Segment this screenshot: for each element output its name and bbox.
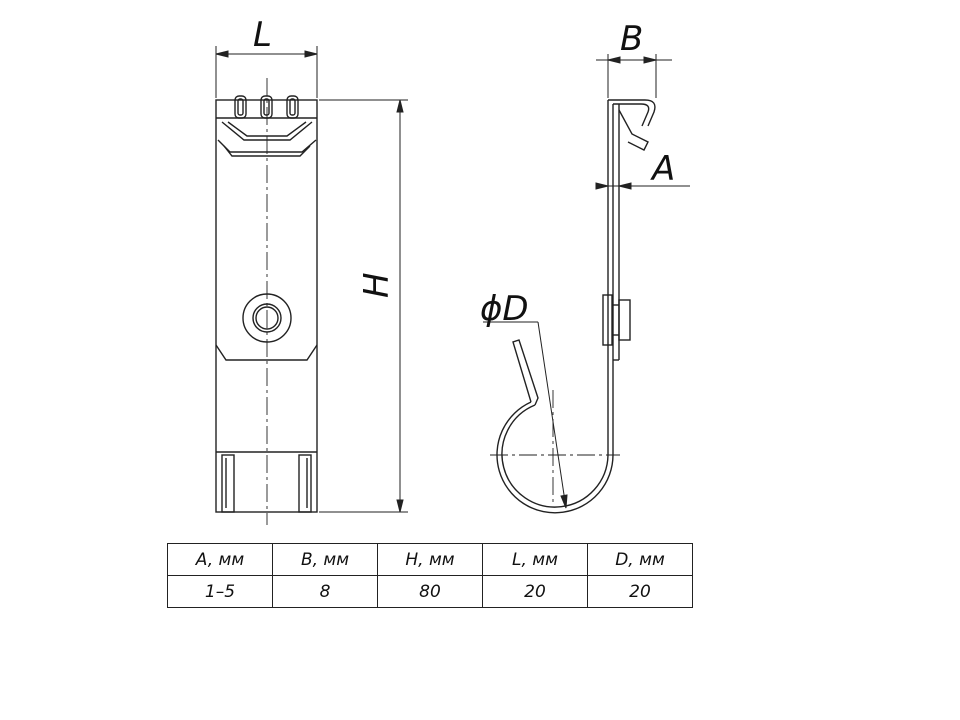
- dimension-B: [596, 54, 672, 98]
- front-view: [215, 78, 318, 525]
- spec-header-h: H, мм: [377, 543, 483, 576]
- spec-value-l: 20: [482, 575, 588, 608]
- spec-value-h: 80: [377, 575, 483, 608]
- side-view: [490, 99, 656, 514]
- dimension-D-label: ϕD: [480, 289, 529, 329]
- spec-header-l: L, мм: [482, 543, 588, 576]
- dimension-H: [319, 99, 408, 513]
- spec-header-d: D, мм: [587, 543, 693, 576]
- dimension-L: [215, 46, 318, 98]
- dimension-D: [483, 321, 568, 509]
- spec-value-a: 1–5: [167, 575, 273, 608]
- spec-header-a: A, мм: [167, 543, 273, 576]
- spec-value-d: 20: [587, 575, 693, 608]
- spec-table: A, мм B, мм H, мм L, мм D, мм 1–5 8 80 2…: [167, 543, 693, 608]
- dimension-B-label: B: [620, 19, 643, 59]
- dimension-A: [595, 182, 690, 190]
- spec-value-b: 8: [272, 575, 378, 608]
- dimension-L-label: L: [253, 15, 272, 55]
- dimension-A-label: A: [650, 149, 675, 189]
- spec-table-value-row: 1–5 8 80 20 20: [167, 575, 693, 608]
- spec-table-header-row: A, мм B, мм H, мм L, мм D, мм: [167, 543, 693, 576]
- dimension-H-label: H: [357, 272, 397, 298]
- spec-header-b: B, мм: [272, 543, 378, 576]
